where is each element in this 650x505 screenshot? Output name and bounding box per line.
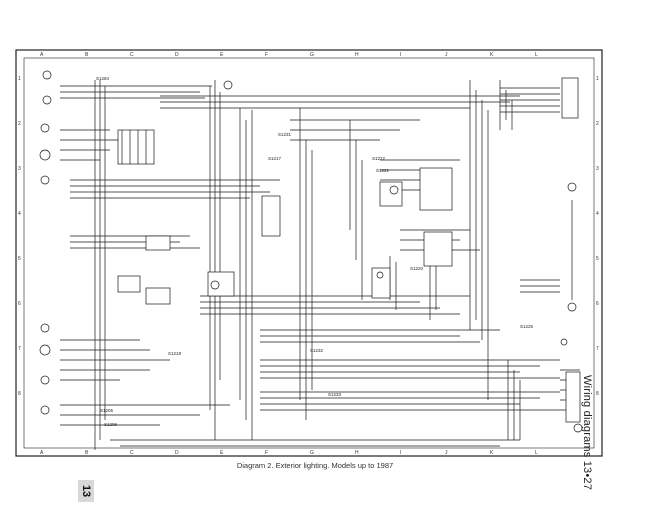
relay-box (371, 267, 391, 299)
lamp (223, 80, 233, 90)
splice-label: S1232 (310, 348, 324, 353)
splice-label: S1220 (410, 266, 424, 271)
relay-box (145, 287, 171, 305)
page-side-title: Wiring diagrams 13•27 (581, 375, 593, 491)
grid-ref-label: 3 (596, 166, 599, 172)
splice-label: S1231 (278, 132, 292, 137)
grid-ref-label: 2 (18, 121, 21, 127)
grid-ref-label: 4 (596, 211, 599, 217)
lamp (567, 302, 577, 312)
grid-ref-label: 4 (18, 211, 21, 217)
lamp (560, 338, 568, 346)
connector-block (561, 77, 579, 119)
splice-label: S1233 (328, 392, 342, 397)
grid-ref-label: 5 (596, 256, 599, 262)
splice-label: S1225 (520, 324, 534, 329)
lamp (39, 149, 51, 161)
grid-ref-label: F (265, 450, 268, 456)
lamp (376, 271, 384, 279)
grid-ref-label: J (445, 52, 448, 58)
diagram-frame-outer (15, 49, 603, 457)
grid-numbers-right: 1 2 3 4 5 6 7 8 (596, 76, 599, 397)
grid-ref-label: C (130, 450, 134, 456)
grid-ref-label: G (310, 52, 314, 58)
splice-label: S1222 (372, 156, 386, 161)
lamp (40, 123, 50, 133)
grid-ref-label: J (445, 450, 448, 456)
grid-ref-label: 2 (596, 121, 599, 127)
grid-ref-label: 1 (18, 76, 21, 82)
grid-ref-label: E (220, 450, 224, 456)
lamp (40, 405, 50, 415)
grid-ref-label: I (400, 52, 401, 58)
fuse-bank (117, 129, 155, 165)
lamp (389, 185, 399, 195)
lamp (567, 182, 577, 192)
grid-ref-label: C (130, 52, 134, 58)
grid-ref-label: A (40, 52, 44, 58)
lamp (42, 70, 52, 80)
grid-letters-top: A B C D E F G H I J K L (40, 52, 538, 58)
grid-ref-label: B (85, 450, 89, 456)
grid-ref-label: L (535, 52, 538, 58)
grid-ref-label: A (40, 450, 44, 456)
grid-ref-label: 6 (596, 301, 599, 307)
grid-ref-label: L (535, 450, 538, 456)
relay-box (145, 235, 171, 251)
lamp (210, 280, 220, 290)
grid-ref-label: K (490, 52, 494, 58)
switch-block (261, 195, 281, 237)
grid-ref-label: 8 (596, 391, 599, 397)
grid-ref-label: 8 (18, 391, 21, 397)
grid-ref-label: 7 (596, 346, 599, 352)
grid-ref-label: B (85, 52, 89, 58)
grid-ref-label: D (175, 450, 179, 456)
diagram-frame-inner (23, 57, 595, 449)
grid-ref-label: K (490, 450, 494, 456)
splice-label: S1217 (268, 156, 282, 161)
lamp (40, 375, 50, 385)
page-number-tab: 13 (78, 480, 94, 502)
lamp (42, 95, 52, 105)
relay-box (117, 275, 141, 293)
wiring-traces (60, 80, 580, 450)
splice-label: S1205 (100, 408, 114, 413)
lamp (573, 423, 583, 433)
splice-label: S1284 (96, 76, 110, 81)
grid-letters-bottom: A B C D E F G H I J K L (40, 450, 538, 456)
grid-ref-label: H (355, 52, 359, 58)
splice-label: S1206 (104, 422, 118, 427)
lamp-panel (565, 371, 581, 423)
grid-ref-label: 6 (18, 301, 21, 307)
lamp (40, 323, 50, 333)
grid-ref-label: D (175, 52, 179, 58)
grid-ref-label: 3 (18, 166, 21, 172)
relay-box (379, 181, 403, 207)
components (39, 70, 583, 433)
grid-ref-label: 7 (18, 346, 21, 352)
grid-ref-label: H (355, 450, 359, 456)
splice-label: S1221 (376, 168, 390, 173)
grid-ref-label: 5 (18, 256, 21, 262)
grid-ref-label: F (265, 52, 268, 58)
grid-ref-label: 1 (596, 76, 599, 82)
grid-ref-label: I (400, 450, 401, 456)
splice-label: S1218 (168, 351, 182, 356)
grid-numbers-left: 1 2 3 4 5 6 7 8 (18, 76, 21, 397)
grid-ref-label: E (220, 52, 224, 58)
relay-box (423, 231, 453, 267)
splice-labels: S1284 S1231 S1217 S1222 S1221 S1220 S122… (96, 76, 534, 427)
lamp (40, 175, 50, 185)
diagram-caption: Diagram 2. Exterior lighting. Models up … (236, 461, 394, 470)
lamp (39, 344, 51, 356)
relay-box (419, 167, 453, 211)
grid-ref-label: G (310, 450, 314, 456)
page-number: 13 (80, 484, 92, 498)
